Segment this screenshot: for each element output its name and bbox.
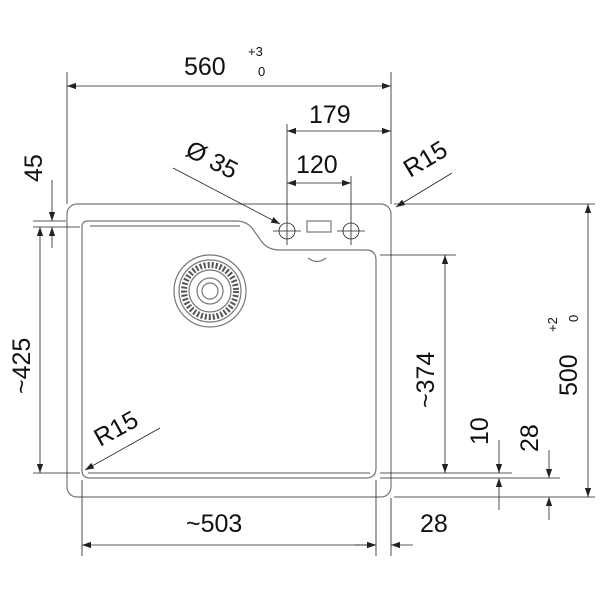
width-tolerance-upper: +3 — [248, 44, 263, 59]
bowl-outline — [81, 220, 377, 479]
rim-28-horizontal-label: 28 — [420, 510, 448, 538]
tap-offset-label: 179 — [309, 101, 351, 129]
rim-10-label: 10 — [466, 417, 494, 445]
inner-radius-label: R15 — [89, 406, 143, 453]
width-dimension-label: 560 — [184, 53, 226, 81]
hole-spacing-label: 120 — [296, 151, 338, 179]
outer-radius-label: R15 — [399, 136, 453, 184]
rim-28-vertical-label: 28 — [516, 424, 544, 452]
bowl-depth-left-label: ~425 — [8, 338, 36, 394]
bowl-depth-right-label: ~374 — [412, 352, 440, 408]
tap-hole-left-icon — [273, 217, 301, 245]
height-tolerance-upper: +2 — [545, 317, 560, 332]
sink-outline — [66, 203, 392, 498]
tap-plate — [306, 220, 332, 233]
width-tolerance-lower: 0 — [258, 64, 265, 79]
height-dimension-label: 500 — [555, 354, 583, 396]
rim-top-label: 45 — [20, 154, 48, 182]
dimension-lines — [36, 82, 592, 549]
overflow-slot — [307, 257, 327, 263]
tap-hole-right-icon — [337, 217, 365, 245]
bowl-width-label: ~503 — [186, 510, 242, 538]
extension-lines — [33, 72, 595, 556]
drain-icon — [173, 254, 247, 328]
height-tolerance-lower: 0 — [566, 315, 581, 322]
sink-outer-rim — [66, 203, 392, 498]
